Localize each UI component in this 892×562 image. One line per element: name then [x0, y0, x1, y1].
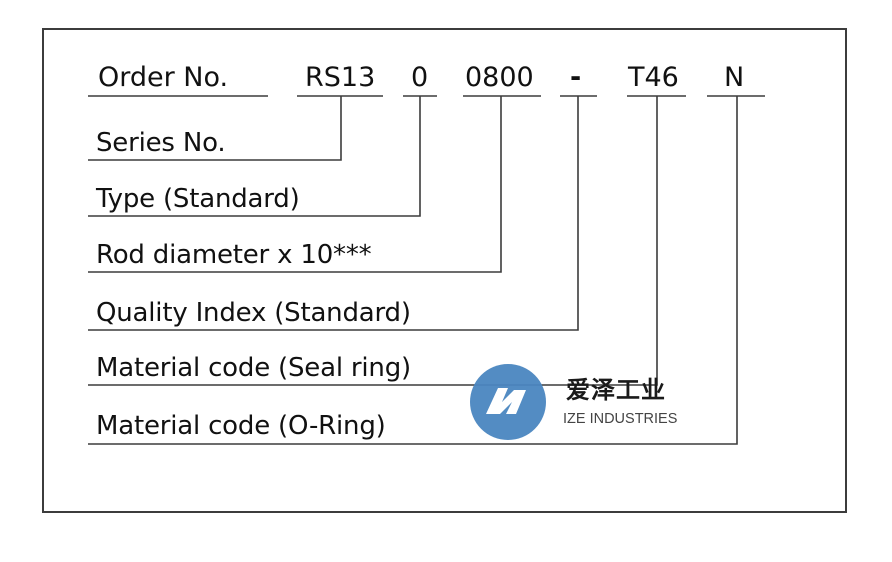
connector-series [88, 96, 342, 161]
diagram-frame [42, 28, 847, 513]
label-material-seal-ring: Material code (Seal ring) [96, 353, 411, 383]
label-quality-index: Quality Index (Standard) [96, 298, 411, 328]
ize-logo-icon [470, 364, 546, 440]
connector-rod-diameter [88, 96, 502, 273]
code-o-ring: N [724, 62, 745, 93]
connector-o-ring [88, 96, 738, 445]
order-no-label: Order No. [98, 62, 229, 93]
label-series-no: Series No. [96, 128, 226, 158]
connector-seal-ring [88, 96, 658, 386]
label-type: Type (Standard) [96, 184, 300, 214]
connector-quality-index [88, 96, 579, 331]
code-seal-ring: T46 [628, 62, 679, 93]
watermark-name-cn: 爱泽工业 [566, 376, 666, 404]
code-rod-diameter: 0800 [465, 62, 534, 93]
connector-type [88, 96, 421, 217]
code-type: 0 [411, 62, 429, 93]
watermark-name-en: IZE INDUSTRIES [563, 411, 678, 427]
label-rod-diameter: Rod diameter x 10*** [96, 240, 372, 270]
code-series: RS13 [305, 62, 376, 93]
label-material-o-ring: Material code (O-Ring) [96, 411, 386, 441]
code-quality-index: - [570, 62, 582, 93]
